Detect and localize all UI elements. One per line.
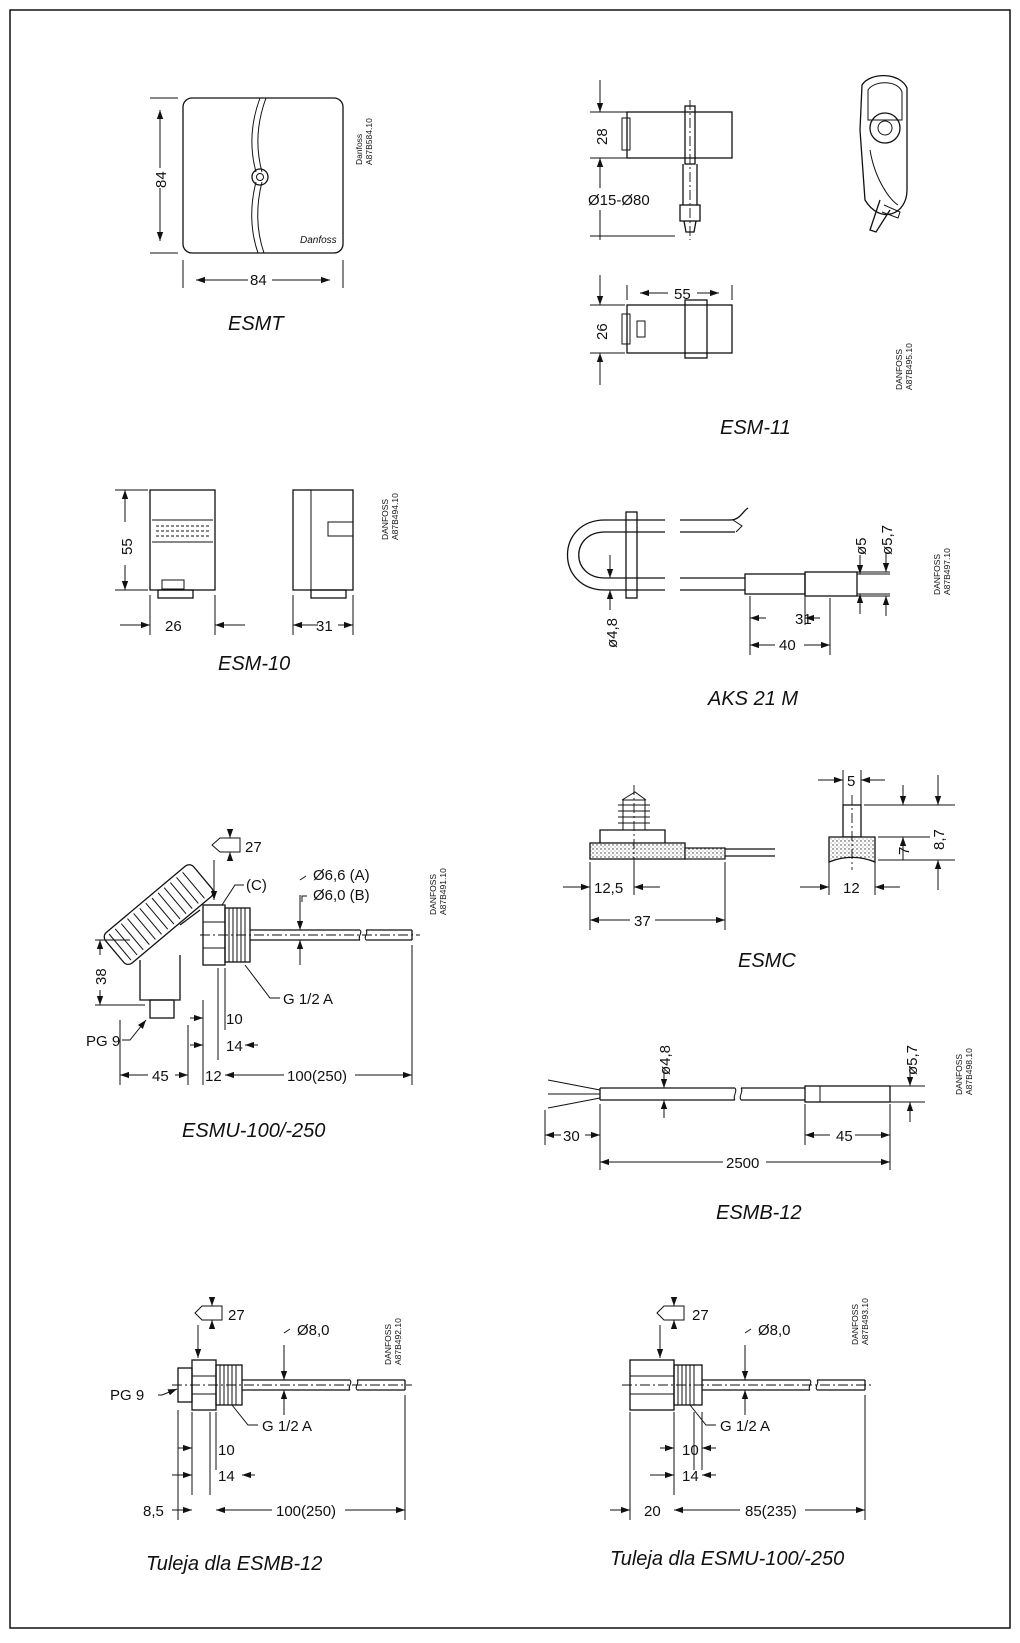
dim-esmu-12: 12 (205, 1068, 222, 1085)
code-esm10-l1: DANFOSS (380, 499, 390, 540)
dim-esmu-hex: 27 (245, 839, 262, 856)
dim-t1-27: 27 (228, 1307, 245, 1324)
dim-esmc-37: 37 (634, 913, 651, 930)
code-esm11-l1: DANFOSS (894, 349, 904, 390)
dim-t1-10: 10 (218, 1442, 235, 1459)
dim-esm11-len: 55 (674, 286, 691, 303)
caption-esmt: ESMT (228, 313, 285, 335)
code-aks-l2: A87B497.10 (942, 548, 952, 595)
caption-esmc: ESMC (738, 950, 796, 972)
caption-tuleja-esmb: Tuleja dla ESMB-12 (146, 1553, 322, 1575)
code-esmt-l2: A87B584.10 (364, 118, 374, 165)
dim-t2-thread: G 1/2 A (720, 1418, 770, 1435)
esm11-drawing: 28 Ø15-Ø80 55 26 DANFOSS A87B495.10 ESM-… (588, 74, 914, 439)
dim-esmc-5: 5 (847, 773, 855, 790)
dim-esmu-45: 45 (152, 1068, 169, 1085)
dim-t2-27: 27 (692, 1307, 709, 1324)
dim-esm10-d: 31 (316, 618, 333, 635)
dim-aks-l2: 40 (779, 637, 796, 654)
dim-t1-100: 100(250) (276, 1503, 336, 1520)
dim-t1-85: 8,5 (143, 1503, 164, 1520)
dim-t1-thread: G 1/2 A (262, 1418, 312, 1435)
esmc-drawing: 5 7 8,7 12,5 37 12 ESMC (563, 770, 955, 972)
dim-aks-d1: ø4,8 (604, 618, 621, 648)
dim-esmu-b: Ø6,0 (B) (313, 887, 370, 904)
code-t2-l1: DANFOSS (850, 1304, 860, 1345)
dim-esmc-7: 7 (896, 847, 913, 855)
dim-esmc-12: 12 (843, 880, 860, 897)
dim-esm10-w: 26 (165, 618, 182, 635)
esm10-drawing: 55 26 31 DANFOSS A87B494.10 ESM-10 (115, 489, 400, 675)
esmt-drawing: Danfoss 84 84 Danfoss A87B584.10 ESMT (150, 97, 374, 335)
dim-t1-14: 14 (218, 1468, 235, 1485)
dim-esmc-87: 8,7 (931, 829, 948, 850)
label-t1-pg9: PG 9 (110, 1387, 144, 1404)
dim-esmu-38: 38 (93, 968, 110, 985)
caption-esmb12: ESMB-12 (716, 1202, 802, 1224)
danfoss-logo: Danfoss (300, 235, 337, 246)
dim-t2-20: 20 (644, 1503, 661, 1520)
dim-t1-d8: Ø8,0 (297, 1322, 330, 1339)
code-esmb-l2: A87B498.10 (964, 1048, 974, 1095)
dim-esmb-45: 45 (836, 1128, 853, 1145)
dim-esmu-100: 100(250) (287, 1068, 347, 1085)
aks21m-drawing: ø4,8 ø5 ø5,7 31 40 DANFOSS A87B497.10 AK… (566, 507, 952, 710)
caption-esm10: ESM-10 (218, 653, 290, 675)
dim-esmc-125: 12,5 (594, 880, 623, 897)
dim-esmb-d2: ø5,7 (904, 1045, 921, 1075)
caption-tuleja-esmu: Tuleja dla ESMU-100/-250 (610, 1548, 844, 1570)
esmu-drawing: 27 (C) Ø6,6 (A) Ø6,0 (B) 38 G 1/2 A PG 9… (86, 829, 448, 1142)
code-aks-l1: DANFOSS (932, 554, 942, 595)
dim-esmb-d1: ø4,8 (657, 1045, 674, 1075)
code-esm10-l2: A87B494.10 (390, 493, 400, 540)
dim-t2-14: 14 (682, 1468, 699, 1485)
dim-aks-d2: ø5 (853, 537, 870, 555)
code-esmb-l1: DANFOSS (954, 1054, 964, 1095)
page-frame (9, 9, 1011, 1629)
dim-esmt-height: 84 (153, 171, 170, 188)
dim-esm11-h2: 26 (594, 323, 611, 340)
code-t1-l2: A87B492.10 (393, 1318, 403, 1365)
dim-esmb-2500: 2500 (726, 1155, 759, 1172)
dim-t2-10: 10 (682, 1442, 699, 1459)
dim-t2-d8: Ø8,0 (758, 1322, 791, 1339)
dim-esm11-h1: 28 (594, 128, 611, 145)
dim-t2-85: 85(235) (745, 1503, 797, 1520)
dim-aks-d3: ø5,7 (879, 525, 896, 555)
dim-esmu-14: 14 (226, 1038, 243, 1055)
dim-esmu-10: 10 (226, 1011, 243, 1028)
caption-esmu: ESMU-100/-250 (182, 1120, 325, 1142)
caption-esm11: ESM-11 (720, 417, 791, 439)
code-esmt-l1: Danfoss (354, 134, 364, 165)
code-esmu-l1: DANFOSS (428, 874, 438, 915)
code-t1-l1: DANFOSS (383, 1324, 393, 1365)
dim-esmu-thread: G 1/2 A (283, 991, 333, 1008)
caption-aks21m: AKS 21 M (707, 688, 798, 710)
dim-esm10-h: 55 (119, 538, 136, 555)
tuleja-esmb-drawing: 27 Ø8,0 PG 9 G 1/2 A 10 14 8,5 100(250) … (110, 1297, 412, 1575)
code-t2-l2: A87B493.10 (860, 1298, 870, 1345)
tuleja-esmu-drawing: 27 Ø8,0 G 1/2 A 10 14 20 85(235) DANFOSS… (610, 1297, 872, 1570)
dim-esmu-a: Ø6,6 (A) (313, 867, 370, 884)
code-esm11-l2: A87B495.10 (904, 343, 914, 390)
label-esmu-pg9: PG 9 (86, 1033, 120, 1050)
label-esmu-c: (C) (246, 877, 267, 894)
dim-esmb-30: 30 (563, 1128, 580, 1145)
code-esmu-l2: A87B491.10 (438, 868, 448, 915)
esmb12-drawing: ø4,8 ø5,7 30 45 2500 DANFOSS A87B498.10 … (544, 1045, 974, 1224)
dim-esmt-width: 84 (250, 272, 267, 289)
dim-aks-l1: 31 (795, 611, 812, 628)
dim-esm11-dia: Ø15-Ø80 (588, 192, 650, 209)
